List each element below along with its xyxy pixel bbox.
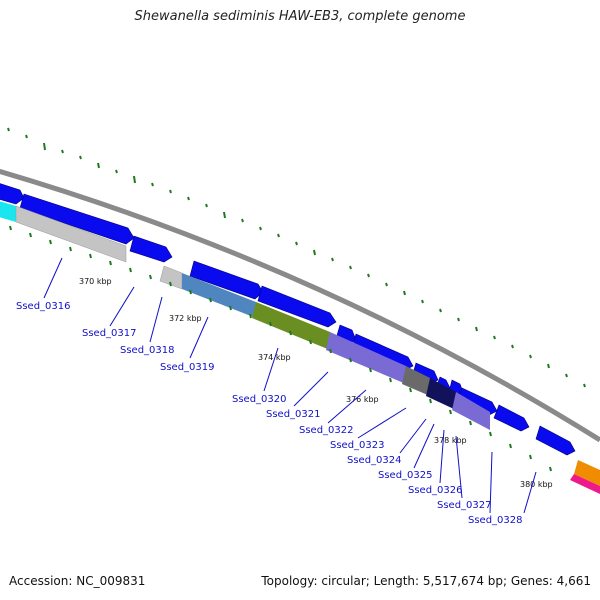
gene-label[interactable]: Ssed_0319 — [160, 362, 215, 373]
gene-label[interactable]: Ssed_0320 — [232, 394, 287, 405]
cog-band — [0, 201, 16, 222]
accession-text: Accession: NC_009831 — [9, 574, 146, 588]
kbp-label: 374 kbp — [258, 353, 291, 362]
cog-band — [182, 273, 256, 318]
gene-label[interactable]: Ssed_0323 — [330, 440, 385, 451]
cog-band — [426, 378, 456, 410]
cog-band — [252, 302, 330, 350]
cog-band — [15, 205, 127, 263]
gc-ticks-inner — [9, 225, 552, 472]
cog-band — [570, 474, 600, 494]
cds-arrow — [0, 183, 25, 205]
genome-backbone — [0, 168, 600, 443]
gene-labels: Ssed_0316 Ssed_0317 Ssed_0318 Ssed_0319 … — [16, 301, 523, 526]
gc-ticks-outer — [7, 127, 586, 388]
gene-label[interactable]: Ssed_0328 — [468, 515, 523, 526]
gene-label[interactable]: Ssed_0326 — [408, 485, 463, 496]
gene-label[interactable]: Ssed_0327 — [437, 500, 492, 511]
gene-label[interactable]: Ssed_0322 — [299, 425, 354, 436]
gene-label[interactable]: Ssed_0324 — [347, 455, 402, 466]
cds-arrow — [535, 425, 576, 456]
kbp-label: 378 kbp — [434, 436, 467, 445]
cog-band — [326, 332, 406, 384]
gene-leader-lines — [43, 257, 537, 514]
kbp-label: 370 kbp — [79, 277, 112, 286]
cog-track — [0, 201, 600, 494]
gene-label[interactable]: Ssed_0321 — [266, 409, 321, 420]
cds-arrow — [257, 285, 337, 328]
cog-band — [402, 366, 430, 396]
gene-label[interactable]: Ssed_0325 — [378, 470, 433, 481]
cds-arrow — [493, 404, 530, 432]
map-title: Shewanella sediminis HAW-EB3, complete g… — [134, 9, 466, 24]
cog-band — [574, 460, 600, 486]
gene-label[interactable]: Ssed_0318 — [120, 345, 175, 356]
cds-arrow — [19, 193, 135, 245]
cds-arrow — [189, 260, 264, 300]
kbp-label: 372 kbp — [169, 314, 202, 323]
gene-label[interactable]: Ssed_0317 — [82, 328, 137, 339]
gene-label[interactable]: Ssed_0316 — [16, 301, 71, 312]
kbp-scale: 370 kbp 372 kbp 374 kbp 376 kbp 378 kbp … — [79, 277, 553, 489]
kbp-label: 376 kbp — [346, 395, 379, 404]
genome-summary-text: Topology: circular; Length: 5,517,674 bp… — [261, 574, 591, 588]
cog-band — [452, 392, 490, 430]
cds-arrow — [129, 235, 173, 263]
kbp-label: 380 kbp — [520, 480, 553, 489]
